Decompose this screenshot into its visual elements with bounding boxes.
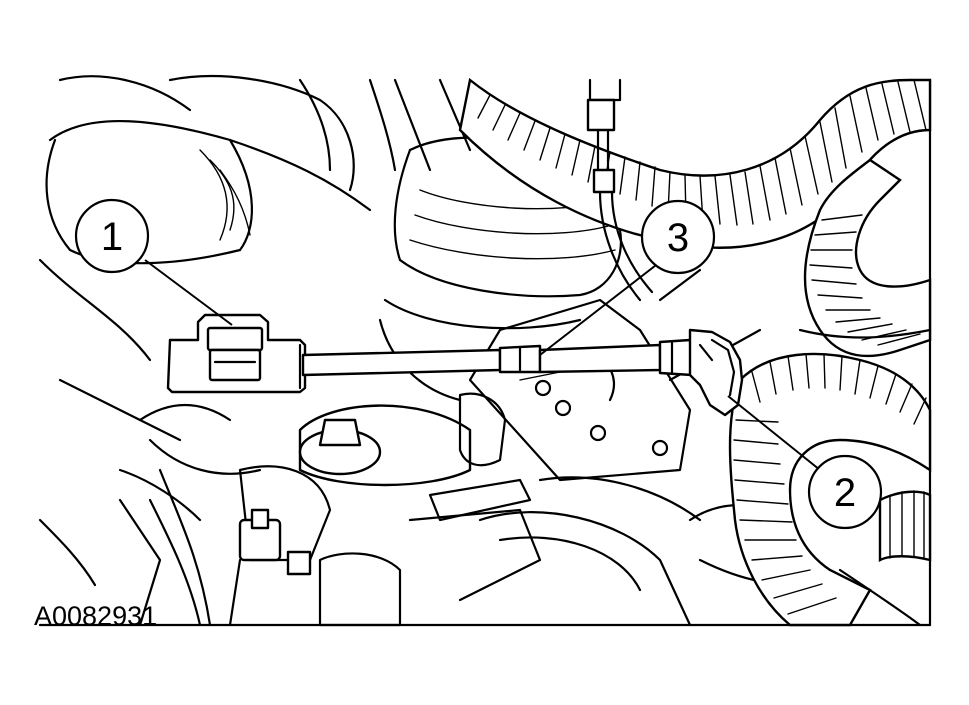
callout-2-label: 2 (834, 471, 856, 515)
callout-3: 3 (539, 199, 716, 356)
callout-1-label: 1 (101, 215, 123, 259)
wiring-harness-loom (458, 77, 932, 627)
figure-id: A0082931 (34, 601, 157, 631)
sensor-assembly (166, 313, 744, 417)
callout-2: 2 (727, 395, 883, 530)
callout-1: 1 (74, 198, 233, 326)
background-engine-parts (38, 75, 932, 627)
callouts: 1 3 2 (74, 198, 883, 530)
callout-3-label: 3 (667, 216, 689, 260)
